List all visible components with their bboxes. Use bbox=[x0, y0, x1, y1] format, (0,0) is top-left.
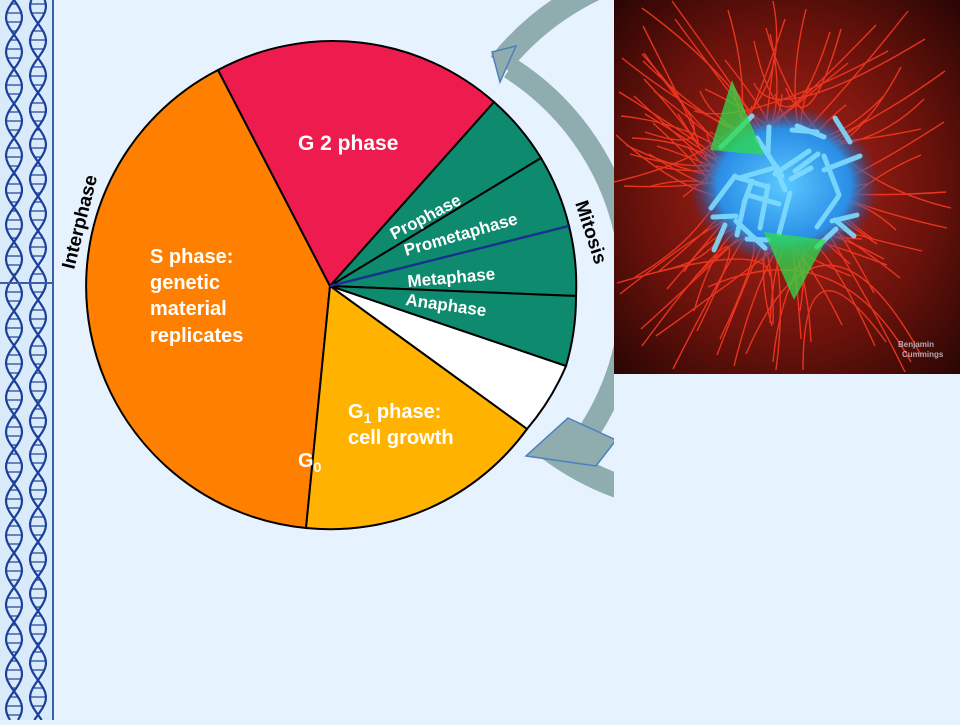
dna-strand bbox=[4, 0, 24, 721]
g0-label: G0 bbox=[298, 450, 322, 475]
ring-arrow-bottom bbox=[524, 417, 614, 467]
s-phase-line: replicates bbox=[150, 325, 243, 347]
chromosome bbox=[733, 174, 771, 190]
cell-cycle-diagram: Interphase Mitosis G 2 phase S phase: ge… bbox=[58, 0, 614, 531]
photo-credit-line: Benjamin bbox=[898, 340, 934, 349]
chromosome bbox=[832, 115, 853, 145]
chromosome bbox=[757, 183, 771, 231]
chromosome bbox=[792, 151, 821, 174]
s-phase-line: S phase: bbox=[150, 246, 233, 268]
chromosome bbox=[776, 190, 793, 237]
microtubule-fiber bbox=[802, 290, 887, 371]
dna-strand bbox=[28, 0, 48, 721]
metaphase-divider bbox=[329, 225, 570, 287]
chromosome bbox=[733, 218, 768, 251]
s-phase-slice bbox=[85, 68, 332, 530]
microtubule-fiber bbox=[641, 53, 695, 141]
chromosome bbox=[765, 124, 772, 156]
chromosome bbox=[741, 178, 755, 206]
dna-strand bbox=[28, 0, 48, 721]
s-phase-line: material bbox=[150, 298, 227, 320]
chromosome bbox=[821, 153, 842, 198]
dna-border-strip bbox=[0, 0, 54, 721]
microtubule-fiber bbox=[753, 38, 926, 101]
chromosome bbox=[821, 153, 863, 173]
g2-phase-slice bbox=[216, 40, 496, 288]
spindle-pole-top bbox=[710, 80, 764, 155]
mitosis-micrograph: Benjamin Cummings bbox=[614, 0, 960, 374]
chromosome bbox=[814, 194, 841, 230]
chromosome bbox=[710, 213, 739, 220]
g2-label: G 2 phase bbox=[298, 132, 398, 155]
divider-line bbox=[0, 282, 54, 284]
ring-arrow-top bbox=[491, 44, 518, 85]
g1-phase-slice bbox=[304, 284, 529, 531]
spindle-pole-bottom bbox=[764, 232, 826, 300]
chromosome bbox=[788, 165, 814, 182]
microtubule-fiber bbox=[745, 264, 922, 356]
chromosome bbox=[832, 217, 857, 239]
s-phase-label: S phase: genetic material replicates bbox=[150, 246, 243, 347]
g1-label: G1 phase: bbox=[348, 401, 441, 426]
s-phase-line: genetic bbox=[150, 272, 220, 294]
chromosome bbox=[794, 123, 827, 140]
mitosis-ring bbox=[504, 58, 614, 436]
chromosome bbox=[711, 222, 728, 253]
chromosome bbox=[734, 197, 748, 238]
chromosome bbox=[708, 173, 738, 211]
photo-credit-line: Cummings bbox=[902, 350, 944, 359]
chromosome bbox=[772, 164, 788, 193]
chromosome bbox=[736, 164, 780, 181]
g1-description: cell growth bbox=[348, 427, 454, 449]
chromosome bbox=[744, 236, 771, 243]
mitosis-label: Mitosis bbox=[570, 198, 610, 267]
dna-strand bbox=[4, 0, 24, 721]
chromosome bbox=[772, 148, 812, 177]
